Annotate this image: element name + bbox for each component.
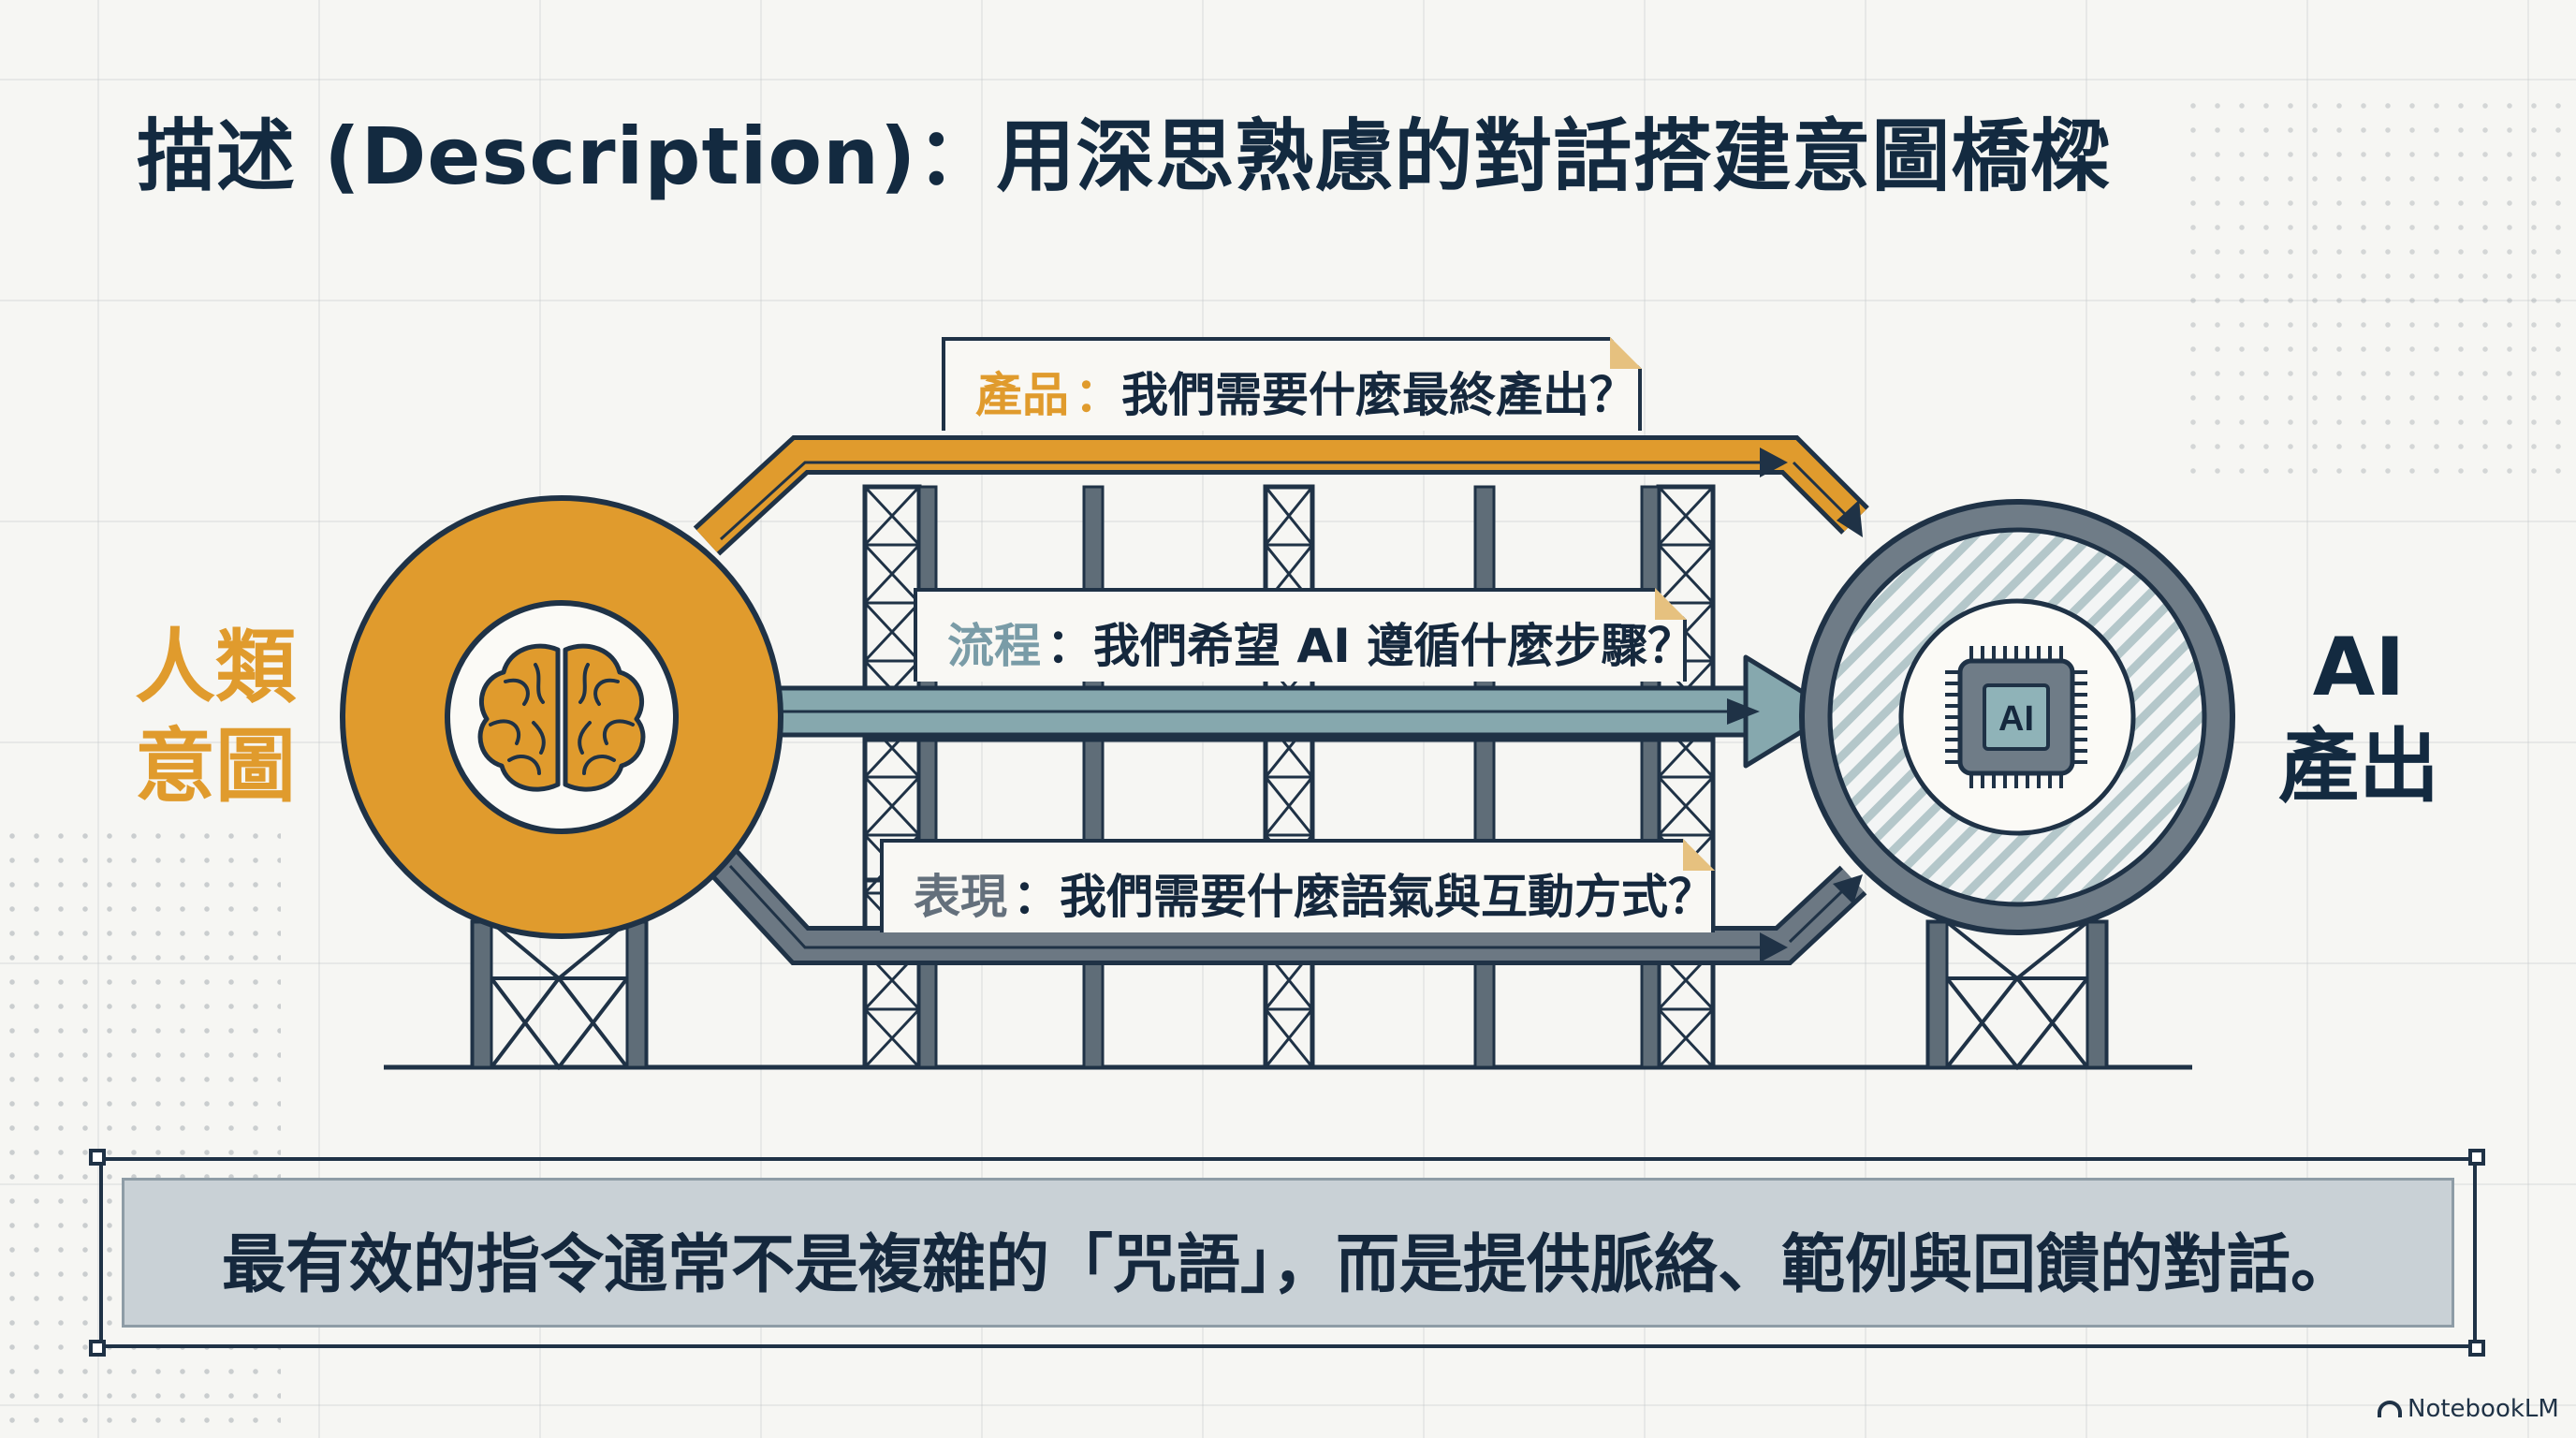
selection-handle [2468, 1149, 2485, 1166]
brand-label: NotebookLM [2408, 1395, 2559, 1423]
notebooklm-logo-icon [2378, 1401, 2402, 1417]
quote-text: 最有效的指令通常不是複雜的「咒語」，而是提供脈絡、範例與回饋的對話。 [221, 1228, 2354, 1302]
ai-output-node: AI [1799, 499, 2235, 935]
selection-handle [89, 1149, 106, 1166]
callout-product-key: 產品 [975, 368, 1069, 422]
callout-presentation: 表現：我們需要什麼語氣與互動方式？ [880, 839, 1715, 932]
page-title: 描述 (Description)：用深思熟慮的對話搭建意圖橋樑 [137, 110, 2111, 202]
callout-process-key: 流程 [947, 619, 1041, 673]
scaffold-tower [1263, 484, 1315, 1070]
scaffold-tower [1640, 484, 1716, 1070]
scaffold-tower [862, 484, 938, 1070]
quote-box: 最有效的指令通常不是複雜的「咒語」，而是提供脈絡、範例與回饋的對話。 [99, 1157, 2477, 1348]
scaffold-post [1082, 485, 1105, 1069]
process-path-arrow [770, 654, 1837, 769]
ai-chip-icon: AI [1945, 646, 2087, 788]
ai-base-tower [1925, 919, 2109, 1071]
callout-process-text: 我們希望 AI 遵循什麼步驟？ [1093, 619, 1695, 673]
background-dots-right [2181, 94, 2576, 487]
selection-handle [2468, 1340, 2485, 1357]
human-base-tower [470, 919, 649, 1071]
ai-output-label: AI 產出 [2278, 621, 2439, 814]
chip-label: AI [1998, 699, 2034, 739]
scaffold-post [1473, 485, 1496, 1069]
presentation-path-arrow [706, 845, 1867, 965]
background-dots-left [0, 824, 281, 1438]
callout-presentation-text: 我們需要什麼語氣與互動方式？ [1060, 870, 1715, 924]
callout-presentation-key: 表現 [914, 870, 1007, 924]
callout-product-text: 我們需要什麼最終產出？ [1121, 368, 1636, 422]
callout-process: 流程：我們希望 AI 遵循什麼步驟？ [914, 588, 1694, 682]
product-path-arrow [693, 435, 1869, 556]
callout-product: 產品：我們需要什麼最終產出？ [942, 337, 1642, 431]
human-intent-label: 人類 意圖 [135, 621, 296, 814]
selection-handle [89, 1340, 106, 1357]
brain-icon [477, 643, 646, 792]
notebooklm-brand: NotebookLM [2378, 1395, 2559, 1423]
human-intent-node [340, 495, 783, 939]
